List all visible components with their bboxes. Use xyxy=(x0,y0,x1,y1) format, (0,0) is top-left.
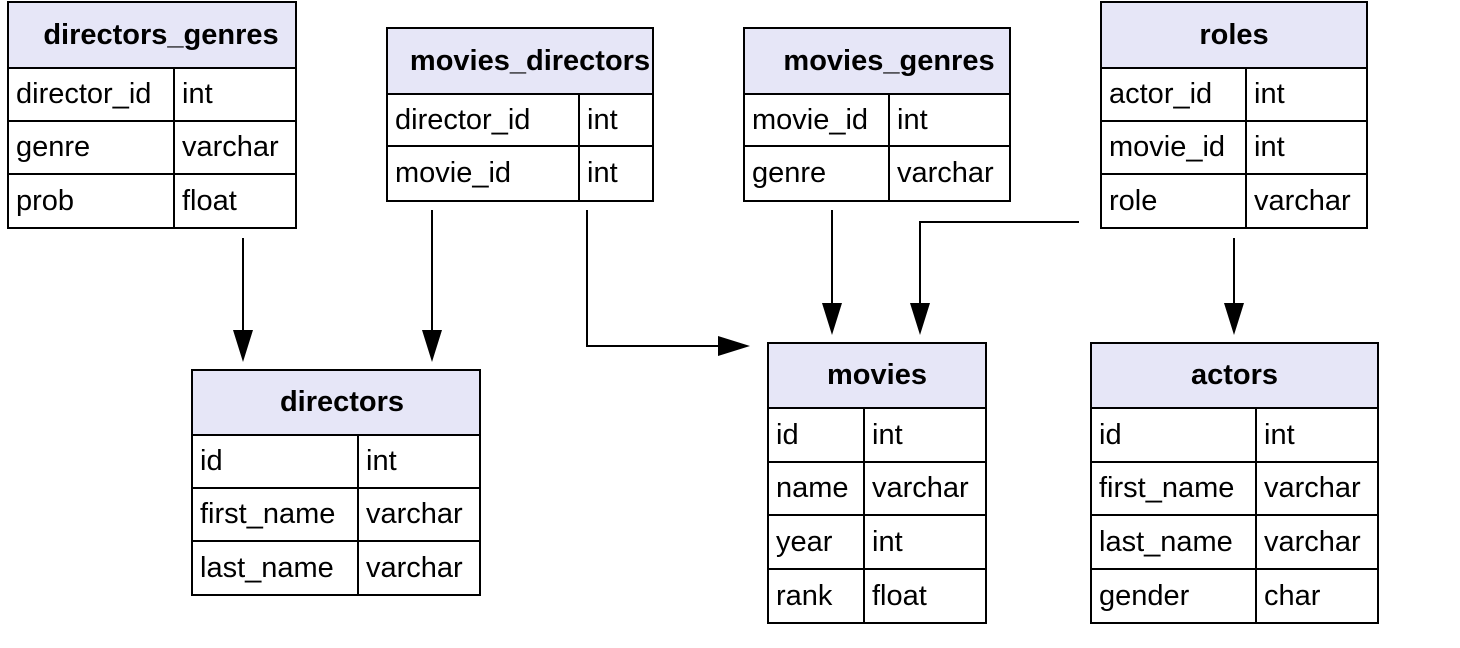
arrowhead-icon xyxy=(1224,303,1244,335)
column-name: rank xyxy=(769,570,865,622)
table-movies_directors: movies_directors director_id int movie_i… xyxy=(386,27,654,202)
table-title: directors xyxy=(193,371,479,436)
column-name: role xyxy=(1102,175,1247,227)
column-name: last_name xyxy=(1092,516,1257,568)
table-row: genre varchar xyxy=(745,147,1009,200)
column-name: actor_id xyxy=(1102,69,1247,120)
connector-movies_directors-to-movies xyxy=(586,210,725,347)
column-name: director_id xyxy=(9,69,175,120)
column-type: varchar xyxy=(366,551,463,584)
table-row: id int xyxy=(1092,409,1377,463)
table-row: id int xyxy=(193,436,479,489)
table-title: movies_directors xyxy=(388,29,652,95)
column-type: int xyxy=(1254,131,1285,163)
table-title: roles xyxy=(1102,3,1366,69)
table-title: movies_genres xyxy=(745,29,1009,95)
column-type: int xyxy=(872,525,903,558)
column-name: id xyxy=(193,436,359,487)
arrowhead-icon xyxy=(718,336,750,356)
column-name: genre xyxy=(9,122,175,173)
table-directors: directors id int first_name varchar last… xyxy=(191,369,481,596)
table-movies_genres: movies_genres movie_id int genre varchar xyxy=(743,27,1011,202)
arrowhead-icon xyxy=(422,330,442,362)
table-row: last_name varchar xyxy=(193,542,479,594)
column-type: varchar xyxy=(1254,184,1351,217)
column-name: prob xyxy=(9,175,175,227)
column-type: int xyxy=(182,78,213,110)
column-type: float xyxy=(182,184,237,217)
column-type: int xyxy=(897,103,928,136)
table-roles: roles actor_id int movie_id int role var… xyxy=(1100,1,1368,229)
column-type: varchar xyxy=(897,157,994,189)
column-name: genre xyxy=(745,147,890,200)
column-name: movie_id xyxy=(745,95,890,145)
column-name: movie_id xyxy=(1102,122,1247,173)
table-row: role varchar xyxy=(1102,175,1366,227)
table-title: movies xyxy=(769,344,985,409)
arrowhead-icon xyxy=(910,303,930,335)
connector-roles-to-movies xyxy=(919,221,1079,316)
table-title: actors xyxy=(1092,344,1377,409)
table-title: directors_genres xyxy=(9,3,295,69)
table-actors: actors id int first_name varchar last_na… xyxy=(1090,342,1379,624)
column-type: int xyxy=(587,157,618,189)
column-name: first_name xyxy=(1092,463,1257,514)
table-row: actor_id int xyxy=(1102,69,1366,122)
column-name: id xyxy=(1092,409,1257,461)
table-row: year int xyxy=(769,516,985,570)
table-row: first_name varchar xyxy=(193,489,479,542)
table-row: first_name varchar xyxy=(1092,463,1377,516)
column-type: int xyxy=(1264,418,1295,451)
table-row: director_id int xyxy=(388,95,652,147)
table-row: movie_id int xyxy=(1102,122,1366,175)
table-row: id int xyxy=(769,409,985,463)
column-name: year xyxy=(769,516,865,568)
table-row: movie_id int xyxy=(388,147,652,200)
column-name: last_name xyxy=(193,542,359,594)
column-type: varchar xyxy=(1264,472,1361,504)
arrowhead-icon xyxy=(822,303,842,335)
column-type: char xyxy=(1264,579,1321,612)
column-type: int xyxy=(872,418,903,451)
column-type: varchar xyxy=(182,131,279,163)
table-row: director_id int xyxy=(9,69,295,122)
column-type: int xyxy=(366,445,397,477)
column-type: int xyxy=(587,103,618,136)
table-row: last_name varchar xyxy=(1092,516,1377,570)
column-type: float xyxy=(872,579,927,612)
table-row: rank float xyxy=(769,570,985,622)
column-type: varchar xyxy=(366,498,463,530)
table-row: genre varchar xyxy=(9,122,295,175)
column-name: gender xyxy=(1092,570,1257,622)
table-row: prob float xyxy=(9,175,295,227)
table-movies: movies id int name varchar year int rank… xyxy=(767,342,987,624)
column-name: movie_id xyxy=(388,147,580,200)
table-directors_genres: directors_genres director_id int genre v… xyxy=(7,1,297,229)
column-type: varchar xyxy=(1264,525,1361,558)
arrowhead-icon xyxy=(233,330,253,362)
table-row: movie_id int xyxy=(745,95,1009,147)
column-name: id xyxy=(769,409,865,461)
table-row: name varchar xyxy=(769,463,985,516)
column-type: varchar xyxy=(872,472,969,504)
table-row: gender char xyxy=(1092,570,1377,622)
column-name: director_id xyxy=(388,95,580,145)
column-type: int xyxy=(1254,78,1285,110)
column-name: name xyxy=(769,463,865,514)
column-name: first_name xyxy=(193,489,359,540)
